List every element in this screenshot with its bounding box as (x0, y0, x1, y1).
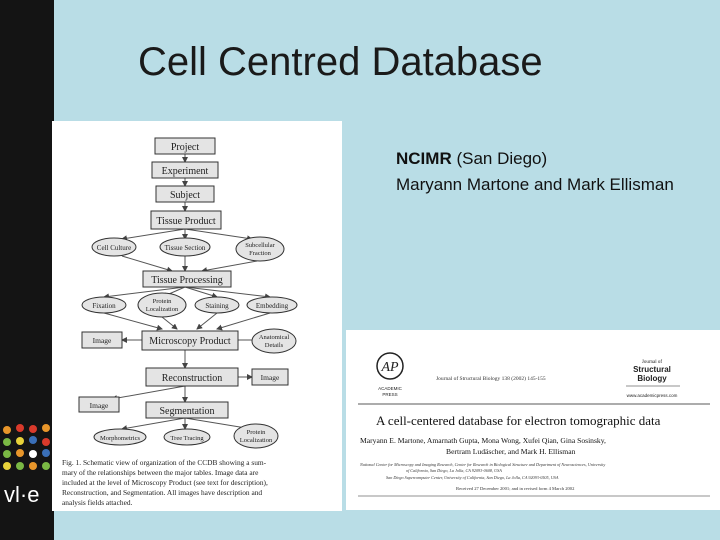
ncimr-location: (San Diego) (451, 149, 548, 168)
slide-title: Cell Centred Database (138, 40, 543, 84)
caption-line-2: mary of the relationships between the ma… (62, 468, 259, 477)
label-fraction: Fraction (249, 250, 271, 257)
ccdb-schema-figure: Project Experiment Subject Tissue Produc… (52, 121, 342, 511)
label-anatomical: Anatomical (259, 334, 290, 341)
received-date: Received 27 December 2001; and in revise… (456, 486, 575, 491)
authors-line-1: Maryann E. Martone, Amarnath Gupta, Mona… (360, 436, 606, 445)
academic-press-logo: AP (376, 352, 404, 380)
schema-diagram: Project Experiment Subject Tissue Produc… (62, 137, 298, 507)
affiliation-line-3: San Diego Supercomputer Center, Universi… (386, 475, 559, 481)
label-tissue-product: Tissue Product (156, 216, 216, 227)
paper-header-svg: AP ACADEMIC PRESS Journal of Structural … (358, 352, 710, 497)
label-details: Details (265, 342, 284, 349)
label-localization-b: Localization (240, 437, 273, 444)
slide-body-text: NCIMR (San Diego) Maryann Martone and Ma… (396, 146, 696, 198)
node-project (154, 137, 216, 155)
article-title: A cell-centered database for electron to… (376, 413, 661, 428)
label-microscopy-product: Microscopy Product (149, 336, 231, 347)
label-reconstruction: Reconstruction (162, 373, 223, 384)
journal-name-1: Journal of (642, 360, 662, 365)
node-image-2 (251, 368, 289, 386)
label-image-3: Image (90, 401, 109, 410)
caption-line-3: included at the level of Microscopy Prod… (62, 478, 268, 487)
caption-line-5: analysis fields attached. (62, 498, 133, 507)
node-tissue-processing (142, 270, 232, 288)
node-protein-localization-b (233, 423, 279, 449)
body-line-authors: Maryann Martone and Mark Ellisman (396, 175, 674, 194)
label-tissue-section: Tissue Section (165, 244, 206, 252)
publisher-line-1: ACADEMIC (378, 386, 403, 391)
caption-line-1: Fig. 1. Schematic view of organization o… (62, 458, 267, 467)
paper-header-image: AP ACADEMIC PRESS Journal of Structural … (346, 330, 720, 510)
body-line-ncimr: NCIMR (San Diego) (396, 146, 696, 172)
node-tree-tracing (163, 428, 211, 446)
label-embedding: Embedding (256, 302, 289, 310)
node-subject (155, 185, 215, 203)
label-localization: Localization (146, 306, 179, 313)
label-tree-tracing: Tree Tracing (170, 435, 204, 442)
publisher-website: www.academicpress.com (627, 393, 678, 398)
authors-line-2: Bertram Ludäscher, and Mark H. Ellisman (446, 447, 576, 456)
label-subcellular: Subcellular (245, 242, 275, 249)
node-tissue-section (159, 237, 211, 257)
node-subcellular-fraction (235, 236, 285, 262)
node-anatomical-details (251, 328, 297, 354)
svg-text:AP: AP (380, 360, 399, 375)
label-image-1: Image (93, 336, 112, 345)
ncimr-bold: NCIMR (396, 149, 452, 168)
journal-name-2: Structural (633, 365, 671, 374)
label-segmentation: Segmentation (160, 406, 215, 417)
label-image-2: Image (261, 373, 280, 382)
label-protein-b: Protein (247, 429, 267, 436)
vle-logo (0, 420, 54, 520)
node-image-1 (81, 331, 123, 349)
journal-ref: Journal of Structural Biology 138 (2002)… (436, 375, 546, 382)
label-tissue-processing: Tissue Processing (151, 275, 223, 286)
node-fixation (81, 296, 127, 314)
label-experiment: Experiment (162, 166, 209, 177)
label-fixation: Fixation (92, 302, 116, 310)
node-image-3 (78, 396, 120, 413)
node-staining (194, 296, 240, 314)
caption-line-4: Reconstruction, and Segmentation. All im… (62, 488, 262, 497)
label-staining: Staining (205, 302, 229, 310)
vle-logo-text: vl·e (4, 482, 40, 507)
node-embedding (246, 296, 298, 314)
publisher-line-2: PRESS (382, 392, 397, 397)
vle-logo-grid-icon (3, 424, 50, 470)
journal-name-3: Biology (637, 374, 667, 383)
node-morphometrics (93, 428, 147, 446)
node-segmentation (145, 401, 229, 419)
label-cell-culture: Cell Culture (97, 244, 131, 252)
node-protein-localization (137, 292, 187, 318)
node-reconstruction (145, 367, 239, 387)
affiliation-line-2: of California, San Diego, La Jolla, CA 9… (406, 468, 502, 474)
node-experiment (151, 161, 219, 179)
affiliation-line-1: National Center for Microscopy and Imagi… (359, 462, 605, 468)
label-morphometrics: Morphometrics (100, 435, 141, 442)
label-subject: Subject (170, 190, 200, 201)
label-project: Project (171, 142, 200, 153)
node-cell-culture (91, 237, 137, 257)
node-tissue-product (150, 210, 222, 230)
label-protein: Protein (153, 298, 173, 305)
node-microscopy-product (141, 330, 239, 351)
